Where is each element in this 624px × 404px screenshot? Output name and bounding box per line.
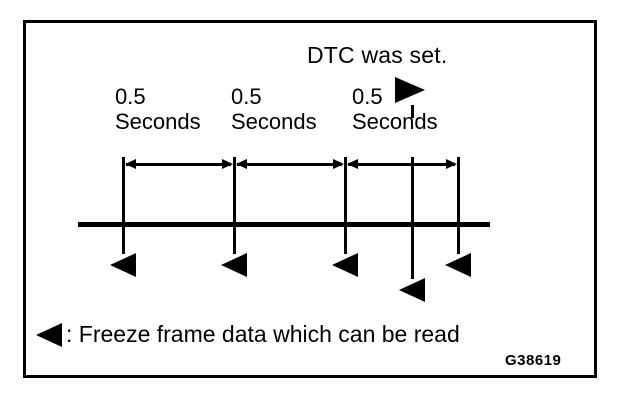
interval-label-2: 0.5 Seconds <box>231 84 351 134</box>
interval-value-3: 0.5 <box>352 84 383 109</box>
dimension-line-2 <box>237 163 342 166</box>
dimension-line-3 <box>348 163 455 166</box>
arrowhead-left-3 <box>347 159 358 169</box>
legend-label: : Freeze frame data which can be read <box>66 321 460 347</box>
tick-line-1 <box>122 157 125 254</box>
tick-line-4 <box>411 157 414 279</box>
interval-value-2: 0.5 <box>231 84 262 109</box>
timeline-axis <box>78 222 490 227</box>
legend-left-triangle-icon <box>36 323 62 347</box>
freeze-frame-marker-5 <box>445 253 471 277</box>
tick-line-3 <box>344 157 347 254</box>
dimension-line-1 <box>126 163 231 166</box>
arrowhead-right-2 <box>333 159 344 169</box>
dtc-annotation-label: DTC was set. <box>307 42 448 68</box>
freeze-frame-marker-4 <box>399 278 425 302</box>
arrowhead-left-2 <box>236 159 247 169</box>
arrowhead-left-1 <box>125 159 136 169</box>
tick-line-2 <box>233 157 236 254</box>
interval-unit-2: Seconds <box>231 109 317 134</box>
interval-label-1: 0.5 Seconds <box>115 84 235 134</box>
tick-line-5 <box>457 157 460 254</box>
freeze-frame-marker-3 <box>332 253 358 277</box>
figure-code: G38619 <box>505 352 562 369</box>
dtc-pointer-stem <box>411 105 414 118</box>
right-triangle-icon <box>395 77 425 103</box>
interval-label-3: 0.5 Seconds <box>352 84 472 134</box>
interval-value-1: 0.5 <box>115 84 146 109</box>
freeze-frame-marker-2 <box>221 253 247 277</box>
arrowhead-right-1 <box>222 159 233 169</box>
arrowhead-right-3 <box>446 159 457 169</box>
freeze-frame-marker-1 <box>110 253 136 277</box>
interval-unit-3: Seconds <box>352 109 438 134</box>
interval-unit-1: Seconds <box>115 109 201 134</box>
diagram-frame <box>23 20 597 378</box>
